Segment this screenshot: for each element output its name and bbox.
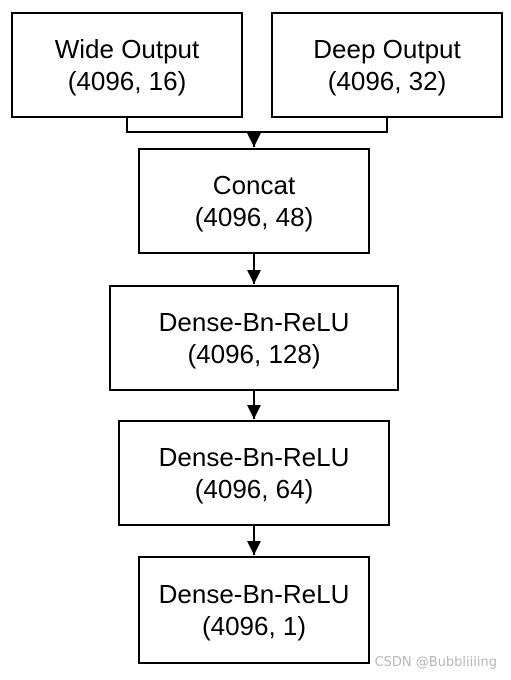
wide-output-label: Wide Output xyxy=(54,34,200,64)
merge-connector xyxy=(126,118,388,147)
dense1-label: Dense-Bn-ReLU xyxy=(158,307,350,337)
dense-bn-relu-node-2: Dense-Bn-ReLU (4096, 64) xyxy=(118,420,390,526)
wide-output-node: Wide Output (4096, 16) xyxy=(11,12,243,118)
wide-output-shape: (4096, 16) xyxy=(67,66,187,96)
deep-output-shape: (4096, 32) xyxy=(327,66,447,96)
dense2-label: Dense-Bn-ReLU xyxy=(158,442,350,472)
concat-node: Concat (4096, 48) xyxy=(138,148,370,254)
deep-output-node: Deep Output (4096, 32) xyxy=(271,12,503,118)
dense-bn-relu-node-1: Dense-Bn-ReLU (4096, 128) xyxy=(109,285,399,391)
concat-label: Concat xyxy=(212,170,296,200)
dense2-shape: (4096, 64) xyxy=(194,474,314,504)
dense1-shape: (4096, 128) xyxy=(187,339,321,369)
watermark-text: CSDN @Bubbliiiing xyxy=(374,655,497,670)
dense-bn-relu-node-3: Dense-Bn-ReLU (4096, 1) xyxy=(138,556,370,664)
concat-shape: (4096, 48) xyxy=(194,202,314,232)
dense3-label: Dense-Bn-ReLU xyxy=(158,579,350,609)
deep-output-label: Deep Output xyxy=(313,34,461,64)
dense3-shape: (4096, 1) xyxy=(201,611,307,641)
